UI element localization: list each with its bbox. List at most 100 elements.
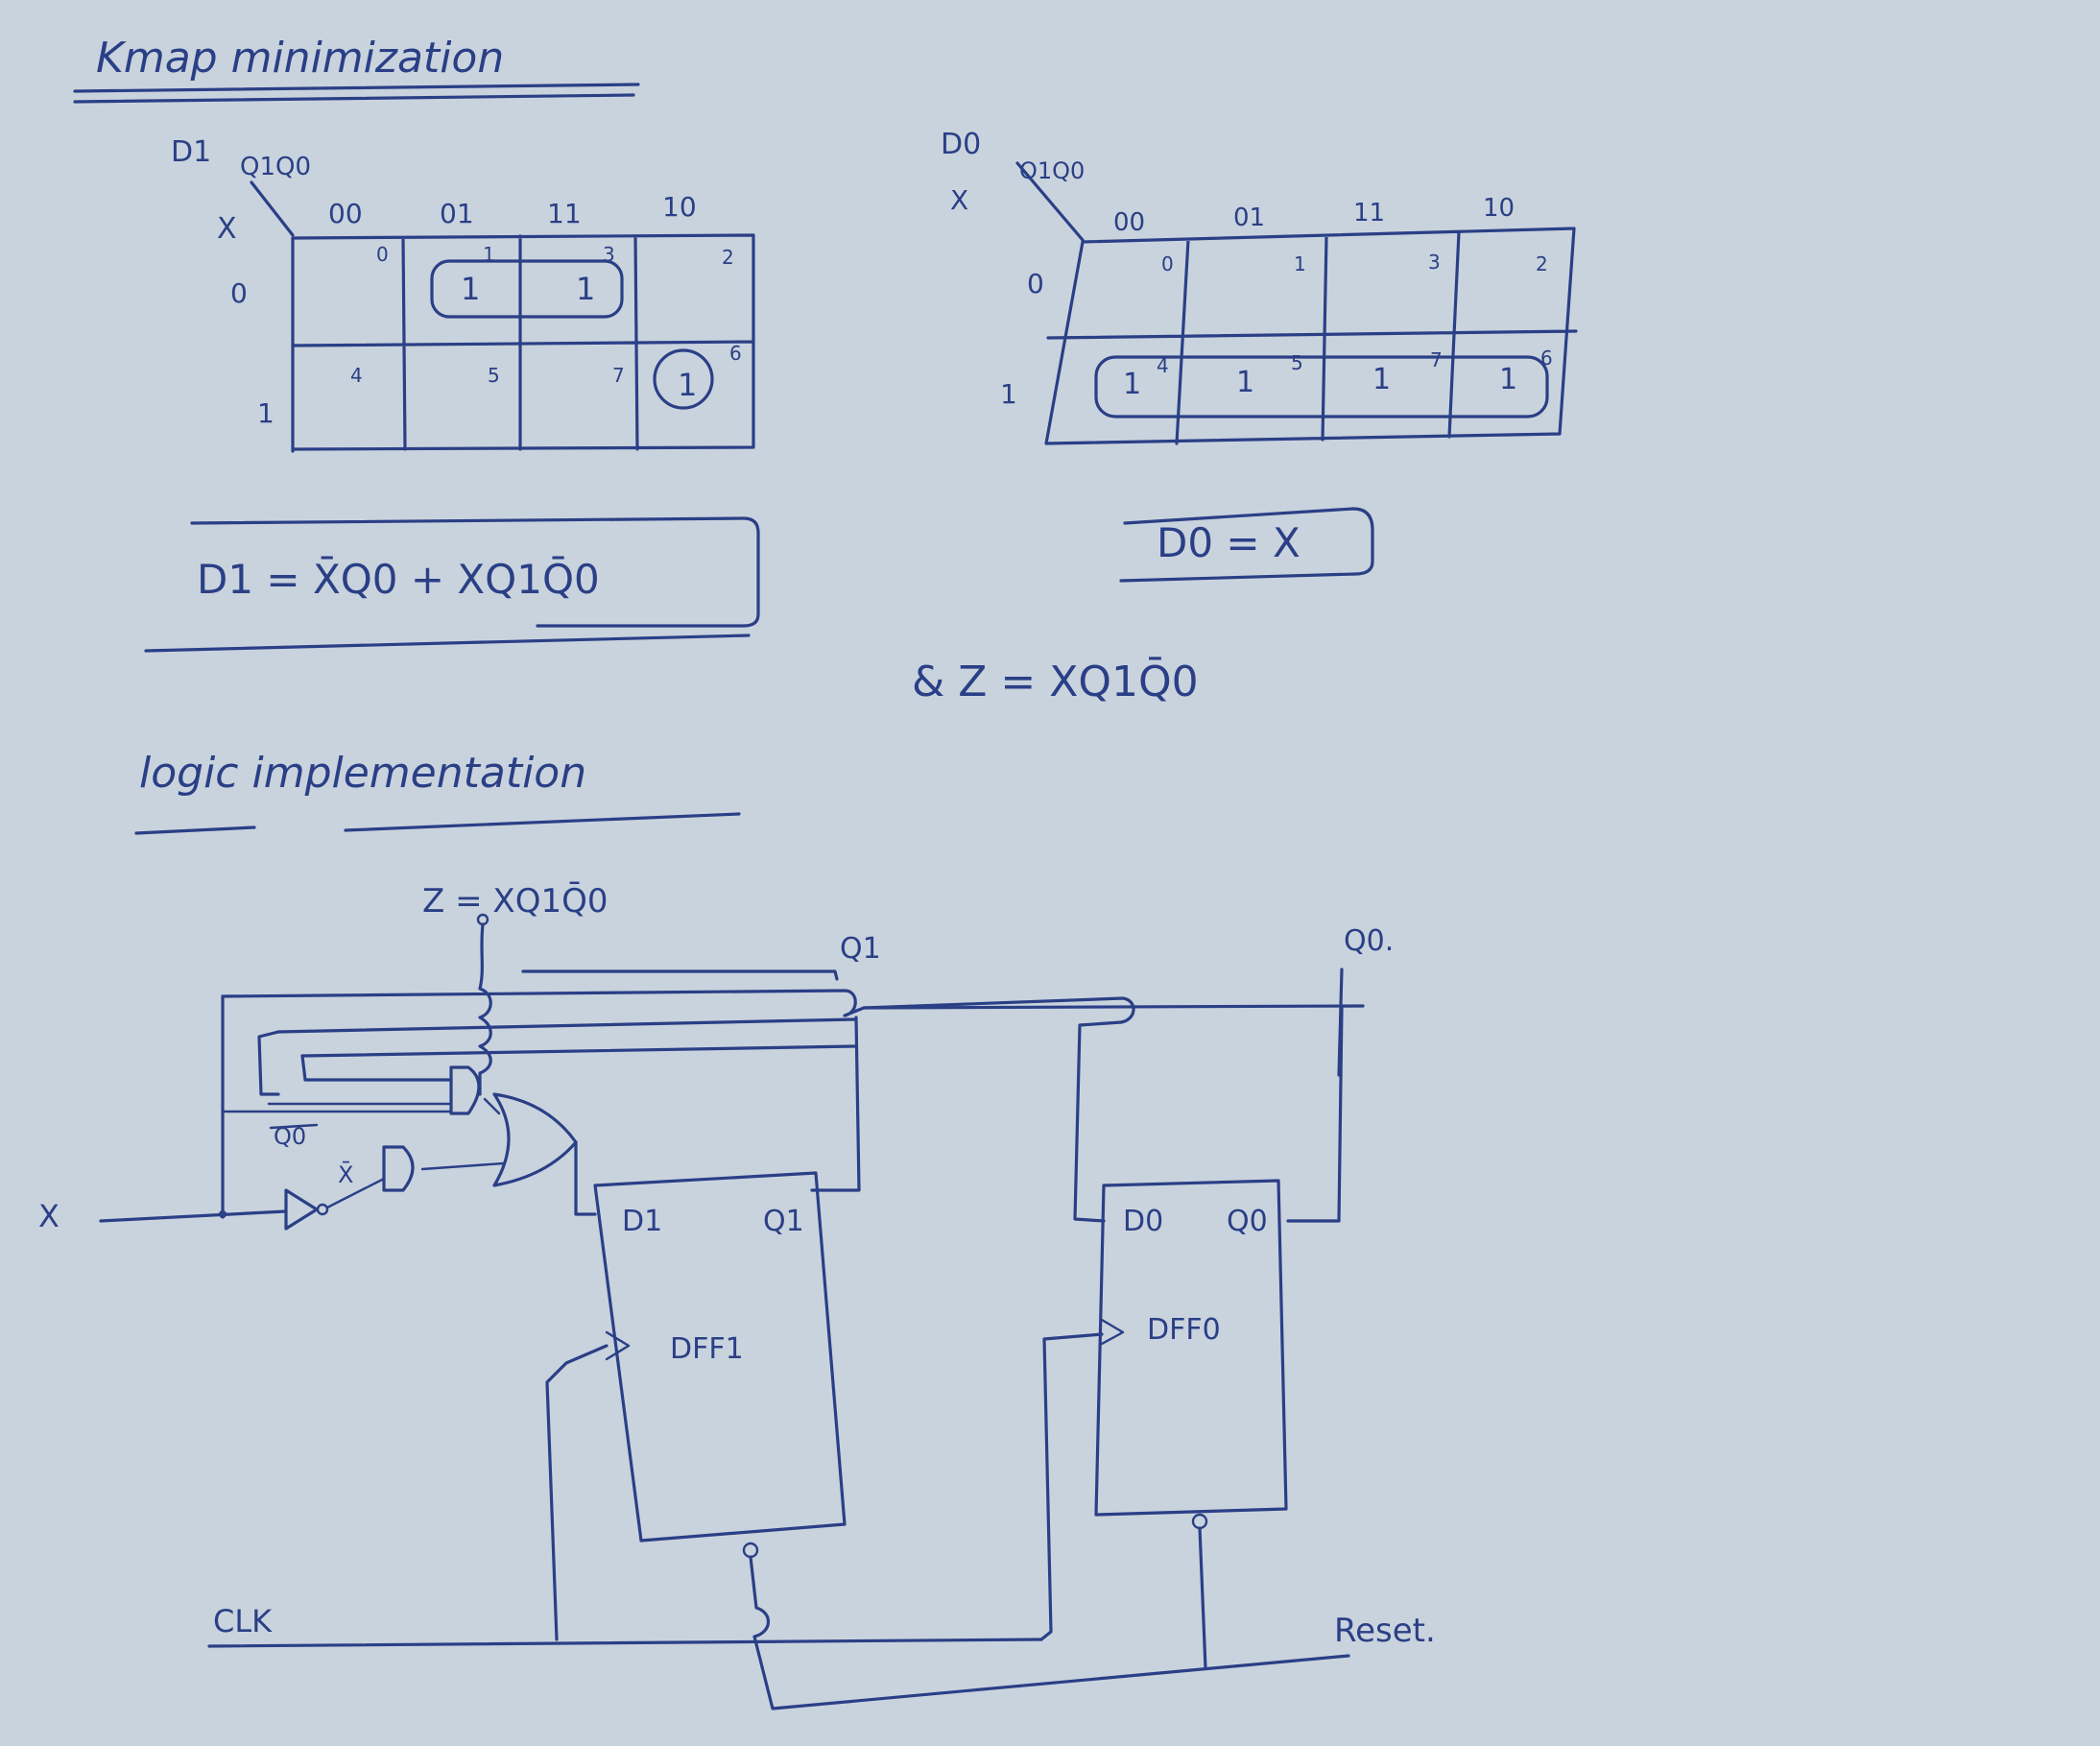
kmap-d1-cell-value: 1 (678, 367, 697, 403)
bus-drop-2 (300, 1054, 453, 1082)
clk-to-dff1 (545, 1344, 609, 1641)
bus-drop-1 (257, 1030, 280, 1096)
equation-d1: D1 = X̄Q0 + XQ1Q̄0 (197, 554, 600, 603)
kmap-d1-row-header-0: 0 (230, 277, 248, 309)
equation-d0-box: D0 = X (1119, 507, 1374, 583)
kmap-d0-cell-index: 5 (1291, 351, 1303, 374)
kmap-d1-cell-value: 1 (576, 271, 595, 307)
feedback-bus-q1-top (521, 969, 839, 981)
dff0-clock-pin (1100, 1318, 1125, 1346)
kmap-d0-col-var-label: Q1Q0 (1019, 157, 1085, 184)
title-underline-2 (73, 93, 635, 104)
kmap-d0-col-header-11: 11 (1353, 199, 1385, 227)
kmap-d1-col-header-00: 00 (328, 198, 363, 229)
kmap-d0-cell-index: 3 (1428, 251, 1441, 274)
dff1-name: DFF1 (670, 1332, 744, 1366)
q1-label: Q1 (840, 932, 881, 966)
kmap-d1-corner-diagonal (250, 180, 295, 237)
dff0-d-pin: D0 (1123, 1205, 1163, 1238)
circuit: Z = XQ1Q̄0 Q1 Q0. Q0 X̄ (38, 881, 1436, 1710)
z-output-label: Z = XQ1Q̄0 (422, 881, 608, 921)
dff0-q-pin: Q0 (1227, 1205, 1268, 1238)
kmap-d0-cell-index: 6 (1540, 347, 1553, 370)
input-x-junction (219, 1210, 227, 1218)
input-x-wire (99, 1209, 288, 1223)
kmap-d1-cell-index: 6 (729, 342, 742, 365)
dff0-d-input-wire (1073, 1020, 1123, 1223)
kmap-d0-cell-value: 1 (1499, 363, 1517, 396)
kmap-d0-row-header-1: 1 (1000, 378, 1017, 410)
kmap-d1-output-label: D1 (171, 135, 211, 169)
kmap-d0-col-header-00: 00 (1113, 208, 1145, 237)
kmap-d0-row-header-0: 0 (1027, 268, 1044, 299)
kmap-d1-cell-index: 5 (488, 364, 500, 387)
clk-to-dff0 (1039, 1332, 1104, 1641)
feedback-bus-3 (300, 1044, 858, 1058)
clk-wire (207, 1638, 1043, 1648)
reset-label: Reset. (1334, 1612, 1436, 1650)
section-heading-logic: logic implementation (139, 749, 586, 798)
dff0-body (1094, 1179, 1288, 1517)
q0-bar-mark (269, 1123, 319, 1130)
kmap-d0-cell-value: 1 (1236, 366, 1254, 399)
dff1-q-pin: Q1 (763, 1205, 804, 1238)
not-gate-output (325, 1177, 386, 1209)
kmap-d1-cell-index: 0 (376, 243, 389, 266)
not-gate-x (284, 1188, 319, 1231)
equation-d0: D0 = X (1157, 519, 1301, 566)
dff1-body (593, 1171, 847, 1543)
clk-label: CLK (213, 1603, 273, 1639)
or-gate (492, 1092, 578, 1187)
and-gate-2 (382, 1145, 415, 1192)
dff0-reset-bubble (1191, 1513, 1208, 1530)
kmap-d0-output-label: D0 (941, 128, 981, 161)
kmap-d0-cell-index: 7 (1430, 348, 1443, 371)
kmap-d1-col-header-11: 11 (547, 198, 582, 229)
kmap-d0-grid (1044, 227, 1578, 445)
z-output-wire (478, 922, 492, 1096)
equation-z: & Z = XQ1Q̄0 (912, 656, 1199, 706)
dff1-clock-pin (605, 1330, 631, 1361)
kmap-d1-cell-value: 1 (461, 271, 480, 307)
or-gate-output (574, 1140, 597, 1216)
kmap-d0: D0 Q1Q0 X 00 01 11 10 0 1 0 1 3 2 4 5 7 … (941, 128, 1578, 445)
and-gate-1-inputs (221, 1102, 453, 1113)
kmap-d1-col-var-label: Q1Q0 (240, 153, 311, 181)
equation-d1-underline (144, 634, 751, 653)
equation-d0-frame (1119, 507, 1374, 583)
feedback-bus-q0 (862, 1004, 1365, 1010)
kmap-d1-row-header-1: 1 (257, 397, 274, 429)
dff1-reset-bubble (742, 1542, 759, 1559)
kmap-d1-cell-index: 7 (612, 364, 625, 387)
or-gate-inputs (420, 1097, 506, 1171)
q1-feedback-vertical (810, 1016, 861, 1192)
kmap-d1-cell-index: 2 (722, 246, 734, 269)
kmap-d1-group-single (653, 348, 714, 410)
kmap-d0-cell-index: 2 (1536, 252, 1548, 275)
kmap-d0-cell-value: 1 (1123, 368, 1141, 401)
kmap-d0-cell-index: 1 (1294, 252, 1306, 275)
equation-d1-frame (190, 516, 760, 628)
dff1-d-pin: D1 (622, 1205, 662, 1238)
kmap-d0-cell-index: 0 (1161, 252, 1174, 275)
and-gate-2-label-xbar: X̄ (338, 1160, 353, 1188)
kmap-d1-group-q1q0-pair (430, 259, 624, 319)
reset-wire-dff1 (749, 1555, 1350, 1710)
kmap-d0-corner-diagonal (1015, 161, 1085, 242)
kmap-d1-col-header-10: 10 (662, 191, 697, 223)
equation-d1-box: D1 = X̄Q0 + XQ1Q̄0 (144, 516, 760, 653)
section-heading-underline (134, 812, 741, 835)
kmap-d0-group-row-x (1094, 355, 1549, 419)
kmap-d0-cell-value: 1 (1372, 363, 1391, 396)
and-gate-1 (449, 1065, 481, 1115)
not-gate-bubble (316, 1203, 329, 1216)
dff0-name: DFF0 (1147, 1313, 1221, 1347)
title-underline (73, 83, 640, 93)
kmap-d0-cell-index: 4 (1157, 354, 1169, 377)
kmap-d0-col-header-10: 10 (1483, 194, 1515, 223)
q0-output-wire (1286, 1006, 1344, 1223)
page-title: Kmap minimization (96, 34, 504, 83)
feedback-bus-2 (276, 1017, 856, 1034)
